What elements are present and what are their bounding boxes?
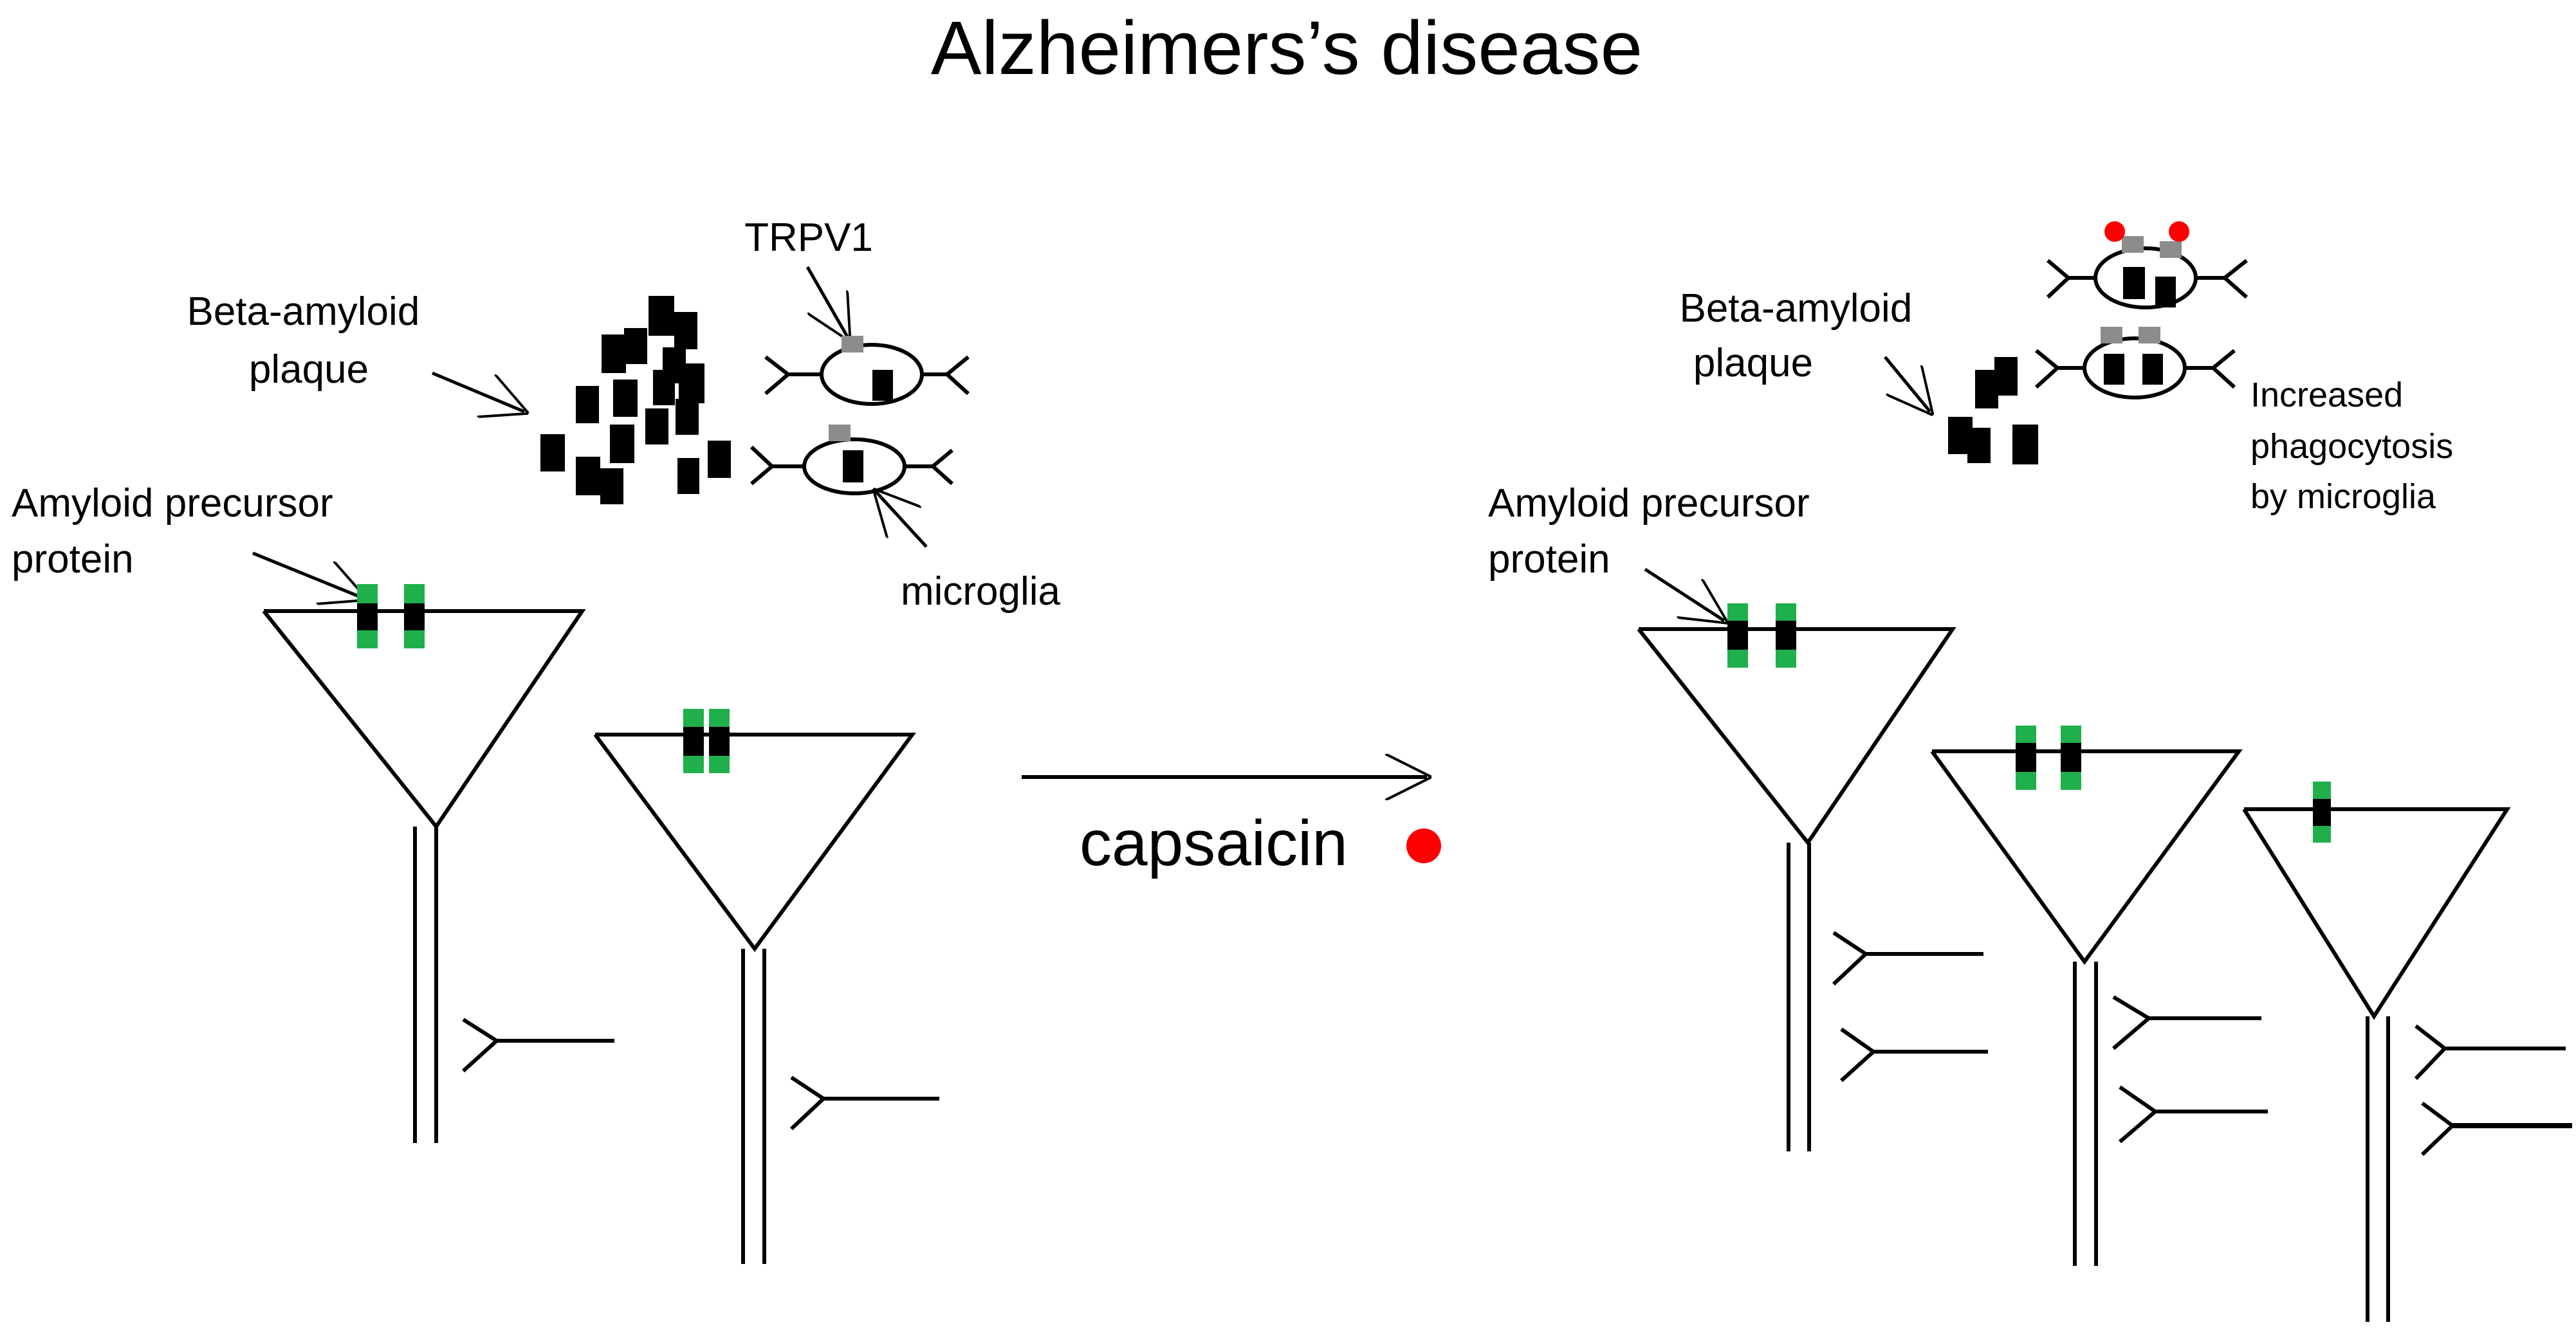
right-microglia-1-capsaicin-2 (2169, 221, 2189, 242)
right-panel: Beta-amyloid plaque (1488, 221, 2572, 1322)
left-plaque-label: Beta-amyloid plaque (187, 289, 430, 392)
left-app-label: Amyloid precursor protein (12, 481, 344, 581)
right-app-label: Amyloid precursor protein (1488, 481, 1821, 581)
capsaicin-dot-icon (1406, 828, 1441, 863)
left-app-label-line1: Amyloid precursor (12, 481, 333, 526)
right-app-arrow (1644, 567, 1724, 621)
left-neuron-1 (262, 584, 614, 1143)
right-neuron-3 (2242, 782, 2572, 1322)
increased-phagocytosis-label-line3: by microglia (2250, 477, 2436, 516)
left-microglia-1 (764, 336, 970, 406)
right-plaque-label-line2: plaque (1693, 341, 1813, 385)
left-plaque-arrow (432, 371, 524, 412)
microglia-label: microglia (901, 569, 1061, 614)
increased-phagocytosis-label-line1: Increased (2250, 376, 2403, 414)
right-microglia-2 (2034, 327, 2236, 399)
left-app-label-line2: protein (12, 537, 134, 581)
trpv1-arrow (805, 266, 848, 338)
right-app-label-line1: Amyloid precursor (1488, 481, 1810, 526)
diagram-title: Alzheimers’s disease (931, 6, 1642, 91)
right-neuron-2 (1930, 726, 2268, 1266)
left-beta-amyloid-plaque (540, 296, 731, 504)
left-microglia-1-engulfed-plaque (872, 370, 893, 401)
left-microglia-1-trpv1-receptor (842, 336, 863, 352)
right-app-label-line2: protein (1488, 537, 1610, 581)
right-neuron-1 (1637, 603, 1988, 1151)
right-plaque-label: Beta-amyloid plaque (1679, 286, 1923, 385)
right-microglia-1 (2046, 221, 2248, 309)
left-panel: Beta-amyloid plaque TRPV1 (12, 215, 1061, 1264)
increased-phagocytosis-label: Increased phagocytosis by microglia (2250, 376, 2463, 516)
right-plaque-arrow (1884, 356, 1930, 412)
left-microglia-2-trpv1-receptor (829, 425, 851, 441)
capsaicin-label: capsaicin (1080, 807, 1348, 879)
left-plaque-label-line1: Beta-amyloid (187, 289, 419, 334)
increased-phagocytosis-label-line2: phagocytosis (2250, 427, 2453, 466)
left-neuron-2 (593, 709, 939, 1264)
left-microglia-2-engulfed-plaque (843, 450, 863, 482)
microglia-arrow (876, 492, 928, 548)
left-microglia-2 (750, 425, 954, 495)
left-app-arrow (252, 551, 363, 598)
trpv1-label: TRPV1 (744, 215, 873, 260)
right-beta-amyloid-plaque (1948, 357, 2038, 464)
left-plaque-label-line2: plaque (249, 347, 369, 392)
treatment: capsaicin (1022, 777, 1441, 879)
right-plaque-label-line1: Beta-amyloid (1679, 286, 1912, 331)
right-microglia-1-capsaicin-1 (2104, 221, 2125, 242)
